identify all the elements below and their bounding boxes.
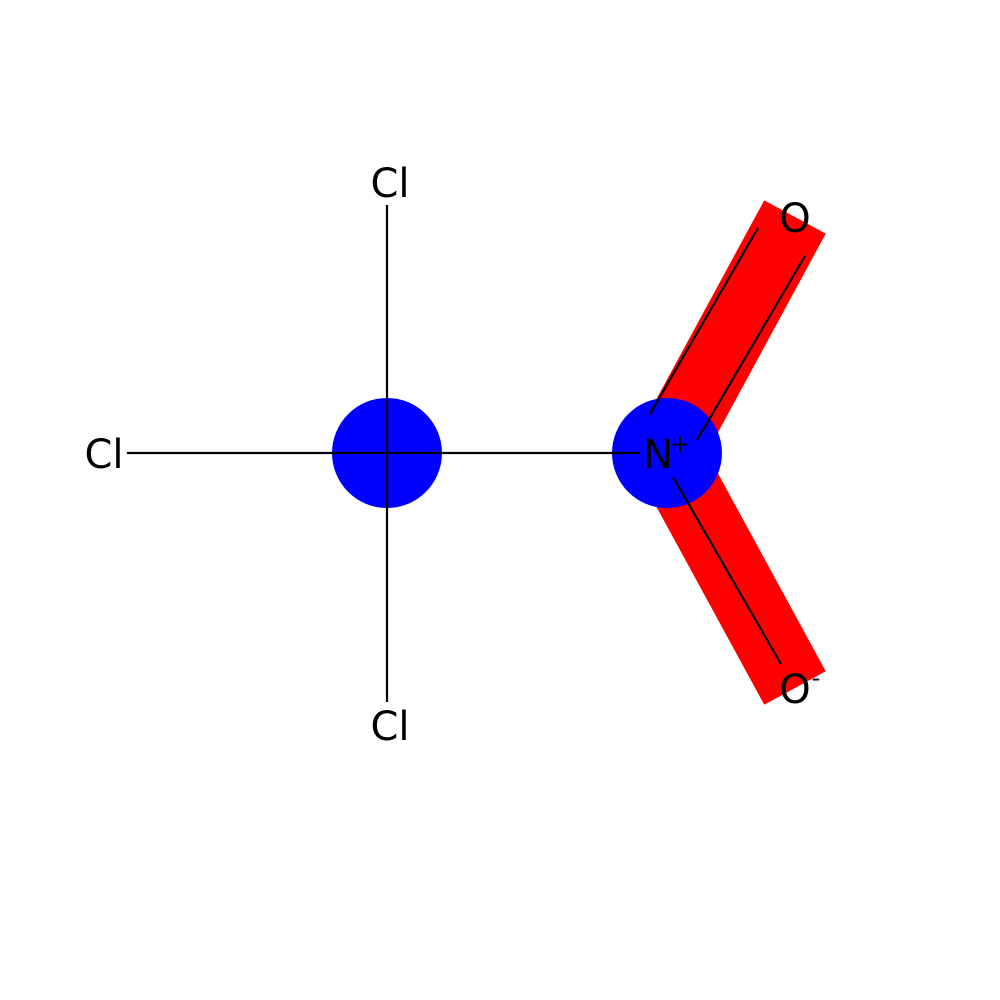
- cl-top-label: Cl: [370, 161, 409, 207]
- n-o-double-bond-line-1: [649, 227, 759, 415]
- cl-left-label: Cl: [84, 432, 123, 478]
- o-bottom-charge-label: -: [812, 664, 821, 692]
- n-label: N: [643, 432, 673, 478]
- o-top-label: O: [779, 196, 810, 242]
- o-bottom-label: O: [779, 667, 810, 713]
- bond-lines: [127, 205, 806, 702]
- n-charge-label: +: [670, 430, 690, 458]
- n-o-double-bond-line-2: [696, 255, 806, 441]
- n-o-single-bond: [672, 476, 782, 665]
- atom-labels: Cl Cl Cl N + O O -: [84, 161, 820, 750]
- cl-bottom-label: Cl: [370, 704, 409, 750]
- nitrogen-highlight: [612, 398, 722, 508]
